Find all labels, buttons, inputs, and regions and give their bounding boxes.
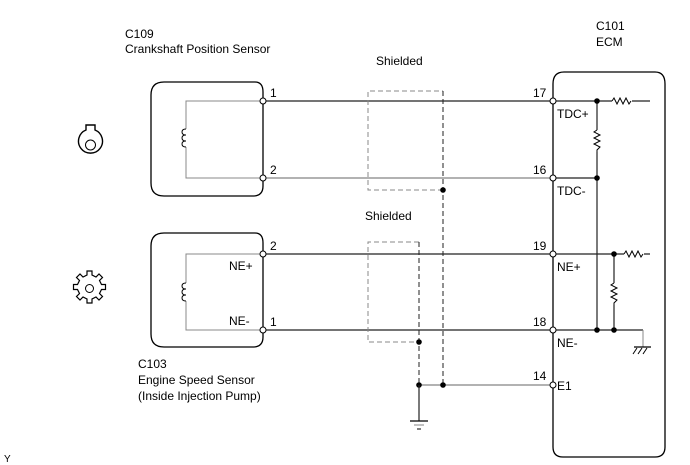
- terminal: [549, 381, 557, 389]
- chassis-ground-icon: [632, 330, 651, 355]
- terminal: [549, 326, 557, 334]
- terminal: [259, 326, 267, 334]
- ess-connector: C103: [138, 357, 167, 371]
- ecm-pin-16: 16: [533, 163, 547, 177]
- ecm-pin-19: 19: [533, 239, 547, 253]
- ecm-signal-tdc-minus: TDC-: [557, 184, 586, 198]
- crank-coil-icon: [181, 128, 190, 148]
- terminal: [259, 250, 267, 258]
- timing-gear-icon: [72, 270, 107, 304]
- ecm-pin-14: 14: [533, 369, 547, 383]
- ecm-junction: [594, 327, 600, 333]
- ecm-connector: C101: [596, 19, 625, 33]
- crank-sensor-name: Crankshaft Position Sensor: [125, 42, 270, 56]
- terminal: [549, 174, 557, 182]
- ecm-pin-18: 18: [533, 315, 547, 329]
- shield-tdc: [367, 90, 443, 191]
- ecm-box: [552, 71, 666, 458]
- resistor-icon: [611, 96, 632, 106]
- ess-signal-ne-minus: NE-: [229, 314, 250, 328]
- ecm-junction: [594, 98, 600, 104]
- ground-junction-2: [440, 382, 446, 388]
- crank-sensor-connector: C109: [125, 27, 154, 41]
- ess-signal-ne-plus: NE+: [229, 259, 253, 273]
- crank-pin-1: 1: [270, 86, 277, 100]
- ess-pin-1: 1: [270, 315, 277, 329]
- ecm-junction: [611, 251, 617, 257]
- resistor-icon: [592, 129, 602, 152]
- crank-pin-2: 2: [270, 163, 277, 177]
- terminal: [259, 97, 267, 105]
- shield-label-ne: Shielded: [365, 209, 412, 223]
- ess-name: Engine Speed Sensor: [138, 373, 255, 387]
- engine-speed-sensor-box: [150, 232, 264, 348]
- resistor-icon: [609, 282, 619, 305]
- shield-ne: [367, 241, 419, 343]
- terminal: [549, 97, 557, 105]
- ecm-signal-tdc-plus: TDC+: [557, 107, 589, 121]
- ecm-junction: [611, 327, 617, 333]
- footer-mark: Y: [4, 454, 11, 465]
- ecm-signal-ne-plus: NE+: [557, 260, 581, 274]
- ess-subname: (Inside Injection Pump): [138, 389, 261, 403]
- ecm-pin-17: 17: [533, 86, 547, 100]
- shield-label-tdc: Shielded: [376, 54, 423, 68]
- shield-tdc-junction: [440, 187, 446, 193]
- ecm-signal-e1: E1: [557, 379, 572, 393]
- ess-pin-2: 2: [270, 239, 277, 253]
- ground-icon: [410, 385, 428, 430]
- ecm-junction: [594, 175, 600, 181]
- terminal: [259, 174, 267, 182]
- ne-coil-icon: [181, 282, 190, 302]
- terminal: [549, 250, 557, 258]
- shield-ne-junction: [416, 339, 422, 345]
- resistor-icon: [623, 249, 644, 259]
- crankshaft-rotor-icon: [77, 124, 104, 154]
- crank-sensor-loop: [185, 100, 263, 179]
- ecm-name: ECM: [596, 35, 623, 49]
- crank-sensor-box: [150, 81, 264, 197]
- ecm-signal-ne-minus: NE-: [557, 336, 578, 350]
